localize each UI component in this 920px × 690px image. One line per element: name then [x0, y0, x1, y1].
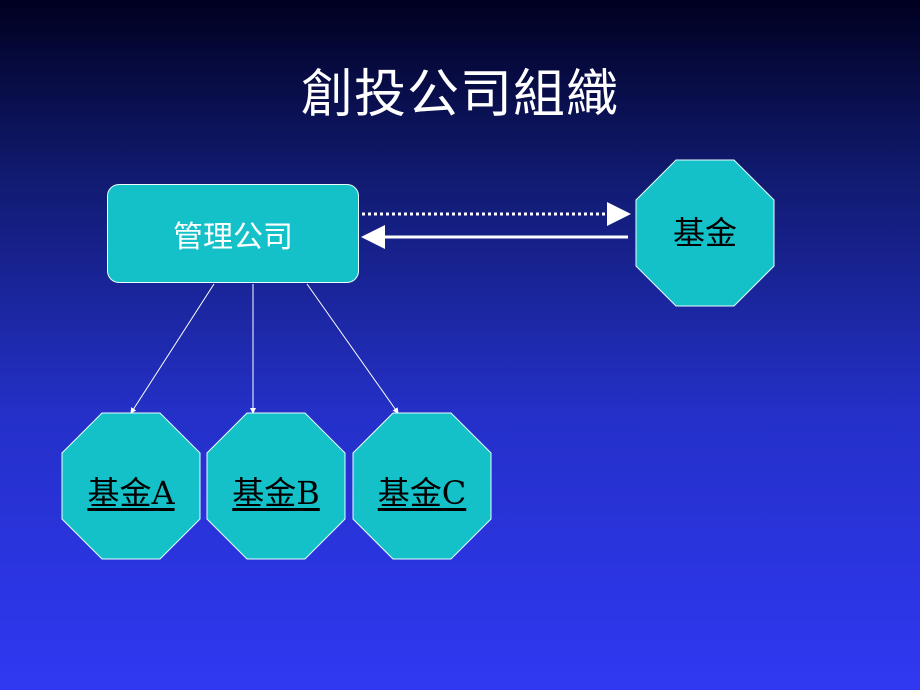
fund-c-text: 基金C	[377, 474, 467, 512]
fund-c-octagon	[352, 412, 492, 560]
fund-a-label: 基金A	[62, 468, 200, 514]
fund-b-text: 基金B	[232, 474, 320, 512]
management-company-box: 管理公司	[107, 184, 359, 283]
fund-b-label: 基金B	[207, 468, 345, 514]
management-company-label: 管理公司	[173, 219, 293, 255]
connector-to-fund-c	[306, 283, 399, 414]
fund-octagon	[635, 159, 775, 307]
fund-a-text: 基金A	[87, 474, 175, 512]
fund-label: 基金	[672, 214, 737, 252]
fund-c-label: 基金C	[353, 468, 491, 514]
fund-b-octagon	[206, 412, 346, 560]
slide-title: 創投公司組織	[300, 65, 619, 125]
fund-a-octagon	[61, 412, 201, 560]
connector-to-fund-a	[130, 283, 215, 414]
